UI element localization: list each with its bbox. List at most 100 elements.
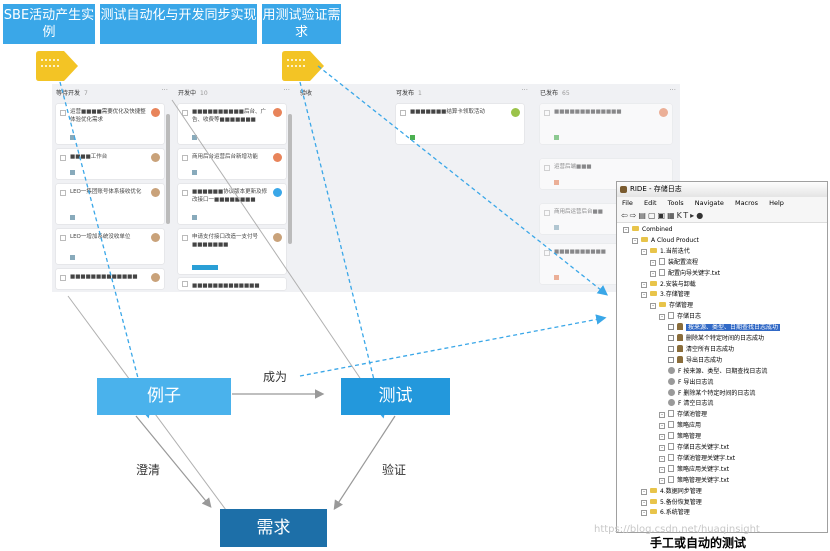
expand-toggle-icon[interactable]: - [623,227,629,233]
column-name: 可发布 [396,90,415,97]
expand-toggle-icon[interactable]: - [659,423,665,430]
kanban-card[interactable]: ■■■■■■协议版本更新及修改接口一■■■■■■■■ [178,184,286,224]
expand-toggle-icon[interactable]: - [641,292,647,299]
tree-node[interactable]: -策略管理 [659,432,701,442]
more-icon[interactable]: ··· [161,86,168,94]
tree-node[interactable]: - 1.当前迭代 [641,247,690,257]
tree-node[interactable]: 清空所有日志成功 [668,344,734,355]
tree-node-label: 4.数据同步管理 [660,487,702,495]
expand-toggle-icon[interactable]: - [641,248,647,255]
kanban-column: 验收 [296,84,406,292]
tree-node[interactable]: - 装配置流程 [650,257,699,268]
tree-node[interactable]: -3.存储管理 [641,290,690,300]
tree-node-label: 策略应用 [677,422,702,430]
expand-toggle-icon[interactable]: - [632,237,638,244]
scrollbar[interactable] [166,114,170,224]
dashed-arrow-test [299,81,387,419]
tree-node[interactable]: -A Cloud Product [632,236,699,246]
tree-node[interactable]: -存储池管理 [659,410,707,420]
column-count: 10 [200,90,208,97]
expand-toggle-icon[interactable]: - [641,488,647,495]
kanban-card[interactable]: 申请支付接口改造一支付号■■■■■■■ [178,229,286,274]
tree-node[interactable]: - 6.系统管理 [641,508,690,518]
tree-node[interactable]: - 存储日志关键字.txt [659,443,729,453]
menu-help[interactable]: Help [769,199,784,207]
expand-toggle-icon[interactable]: - [650,259,656,266]
expand-toggle-icon[interactable]: - [659,412,665,419]
menu-macros[interactable]: Macros [734,199,759,207]
tree-node[interactable]: -存储管理 [650,301,693,311]
tree-node[interactable]: 按来源、类型、日期查找日志成功 [668,323,781,333]
expand-toggle-icon[interactable]: - [659,477,665,484]
tree-node-label: 1.当前迭代 [660,247,690,255]
keyword-icon[interactable]: K [676,211,684,220]
stop-icon[interactable]: ● [696,211,706,220]
save-all-icon[interactable]: ▦ [667,211,677,220]
tree-node[interactable]: -策略管理关键字.txt [659,475,729,486]
tree-node-label: 装配置流程 [668,258,699,266]
tree-node[interactable]: - 策略应用 [659,421,701,431]
folder-icon[interactable]: ▢ [647,211,658,220]
expand-toggle-icon[interactable]: - [641,499,647,506]
menu-edit[interactable]: Edit [643,199,657,207]
more-icon[interactable]: ··· [669,86,676,94]
more-icon[interactable]: ··· [521,86,528,94]
tree-node[interactable]: -策略应用关键字.txt [659,464,729,475]
label-clarify: 澄清 [136,463,161,477]
expand-toggle-icon[interactable]: - [641,281,647,288]
expand-toggle-icon[interactable]: - [650,303,656,310]
open-folder-icon[interactable]: ▤ [638,211,648,220]
checkbox[interactable] [668,356,674,363]
tree-node[interactable]: 导出日志成功 [668,355,722,366]
checkbox[interactable] [668,345,674,352]
expand-toggle-icon[interactable]: - [659,314,665,321]
test-icon[interactable]: T [683,211,691,220]
kanban-card[interactable]: ■■■■■■■■■■后台、广告、收费等■■■■■■■ [178,104,286,144]
tree-node[interactable]: -存储日志 [659,312,701,322]
expand-toggle-icon[interactable]: - [659,466,665,473]
menu-navigate[interactable]: Navigate [694,199,724,207]
forward-icon[interactable]: ⇨ [629,211,639,220]
tree-node[interactable]: F 导出日志流 [668,377,714,388]
kanban-card[interactable]: LEO一增加系统没收单位 [56,229,164,264]
expand-toggle-icon[interactable]: - [659,434,665,441]
save-icon[interactable]: ▣ [657,211,668,220]
tree-node-label: 6.系统管理 [660,509,690,517]
expand-toggle-icon[interactable]: - [659,455,665,462]
checkbox[interactable] [668,335,674,341]
kanban-card[interactable]: ■■■■工作台 [56,149,164,179]
scrollbar[interactable] [288,114,292,244]
kanban-card[interactable]: ■■■■■■■结算卡领取活动 [396,104,524,144]
expand-toggle-icon[interactable]: - [650,270,656,277]
kanban-card[interactable]: ■■■■■■■■■■■■■ [56,269,164,289]
test-case-icon [677,334,683,341]
tree-node[interactable]: F 删除某个特定时间的日志流 [668,388,755,399]
folder-icon [650,498,657,504]
menu-file[interactable]: File [622,199,633,207]
tree-node[interactable]: -配置向导关键字.txt [650,268,720,279]
tree-node[interactable]: -5.备份恢复管理 [641,498,702,508]
checkbox[interactable] [668,324,674,331]
expand-toggle-icon[interactable]: - [641,510,647,517]
kanban-card[interactable]: LEO一集团账号体系接收优化 [56,184,164,224]
tree-node[interactable]: -2.安装与卸载 [641,280,696,290]
tree-node[interactable]: -存储池管理关键字.txt [659,453,735,464]
tree-node[interactable]: 删除某个特定时间的日志成功 [668,334,764,344]
tree-node-label: Combined [642,226,673,233]
test-case-icon [677,323,683,331]
menu-tools[interactable]: Tools [667,199,684,207]
expand-toggle-icon[interactable]: - [659,445,665,451]
more-icon[interactable]: ··· [283,86,290,94]
kanban-card[interactable]: 商用后台运营后台新增功能 [178,149,286,179]
back-icon[interactable]: ⇦ [621,211,630,220]
tree-node-label: 存储日志关键字.txt [677,444,730,451]
tree-node[interactable]: - Combined [623,225,672,235]
tree-node-label: F 导出日志流 [678,378,714,386]
run-icon[interactable]: ▸ [690,211,697,220]
tree-node[interactable]: F 清空日志流 [668,399,713,409]
tree-node[interactable]: F 按来源、类型、日期查找日志流 [668,366,767,377]
kanban-card[interactable]: ■■■■■■■■■■■■■ [178,278,286,290]
tree-node[interactable]: - 4.数据同步管理 [641,487,702,497]
kanban-card[interactable]: ■■■■■■■■■■■■■ [540,104,672,144]
